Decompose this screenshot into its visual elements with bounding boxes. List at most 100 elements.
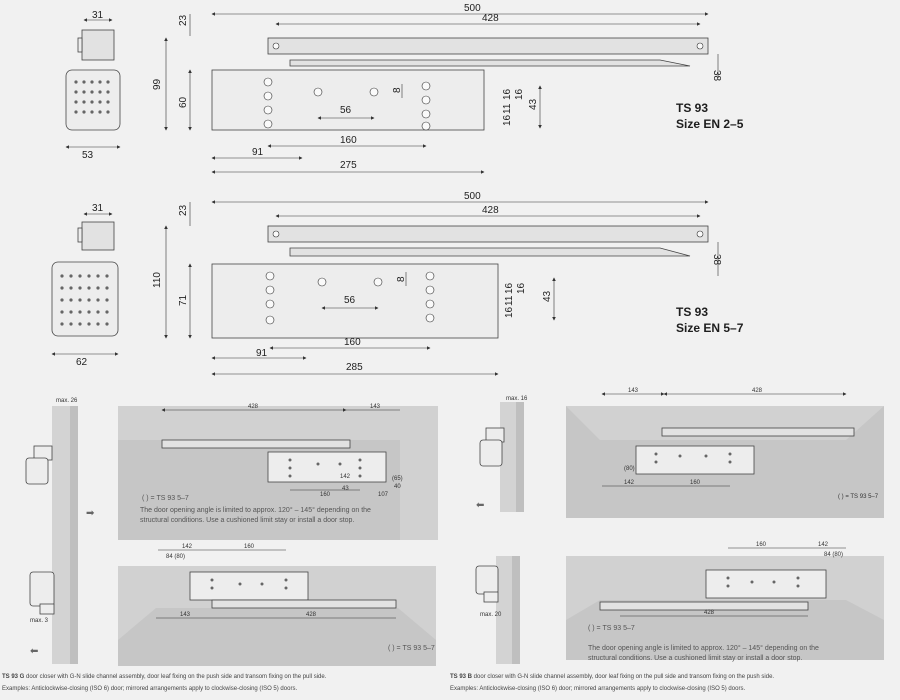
top-dim-16b: 16 (514, 88, 525, 100)
mid-dim-16b: 16 (516, 282, 527, 294)
caption-left-model: TS 93 G (2, 674, 25, 680)
panel-c-d428: 428 (306, 612, 317, 618)
top-closer-body (211, 69, 485, 131)
mid-dim-11: 11 (504, 295, 515, 306)
panel-c-d84: 84 (80) (166, 554, 185, 560)
panel-a-d142: 142 (340, 474, 351, 480)
mid-closer-drawing: 31 62 23 110 71 500 428 38 56 8 16 11 1 (51, 191, 744, 376)
top-size-label: Size EN 2–5 (676, 117, 744, 131)
top-closer-drawing: 31 53 23 99 60 500 428 38 56 8 (65, 3, 744, 174)
top-dim-11: 11 (502, 103, 513, 114)
panel-d-max: max. 20 (480, 612, 502, 618)
top-dim-16a: 16 (502, 88, 513, 100)
top-fixing-holes (263, 77, 431, 131)
top-dim-500: 500 (464, 3, 481, 14)
top-side-view: 31 53 (65, 10, 121, 161)
mid-dim-160: 160 (344, 337, 361, 348)
panel-a-d428: 428 (248, 404, 259, 410)
mid-dim-428: 428 (482, 205, 499, 216)
mid-dim-110: 110 (152, 272, 163, 288)
mid-dim-8: 8 (396, 276, 407, 282)
top-side-width: 31 (92, 10, 104, 21)
top-dim-99: 99 (152, 78, 163, 90)
caption-right-model: TS 93 B (450, 674, 473, 680)
panel-d: max. 20 160 142 84 (80) 428 ( ) = TS 93 … (475, 542, 884, 664)
mid-dim-16a: 16 (504, 282, 515, 294)
top-dim-56: 56 (340, 105, 352, 116)
panel-c-legend: ( ) = TS 93 5–7 (388, 645, 435, 652)
caption-left: TS 93 G door closer with G-N slide chann… (2, 674, 326, 680)
caption-right: TS 93 B door closer with G-N slide chann… (450, 674, 774, 680)
panel-b-d428: 428 (752, 388, 763, 394)
panel-c-d143: 143 (180, 612, 191, 618)
panel-d-d84: 84 (80) (824, 552, 843, 558)
panel-a-max: max. 26 (56, 398, 78, 404)
panel-d-note1: The door opening angle is limited to app… (588, 644, 819, 652)
panel-a-d40: 40 (394, 484, 401, 490)
panel-a-note1: The door opening angle is limited to app… (140, 506, 371, 514)
top-side-depth: 53 (82, 150, 94, 161)
panel-d-note2: structural conditions. Use a cushioned l… (588, 655, 802, 662)
panel-c-d160: 160 (244, 544, 255, 550)
panel-b-legend: ( ) = TS 93 5–7 (838, 494, 879, 500)
mid-model-label: TS 93 (676, 305, 708, 319)
mid-dim-23: 23 (178, 204, 189, 216)
panel-c-d142: 142 (182, 544, 193, 550)
mid-dim-91: 91 (256, 348, 268, 359)
mid-side-view: 31 62 (51, 203, 119, 368)
mid-dim-56: 56 (344, 295, 356, 306)
mid-side-depth: 62 (76, 357, 88, 368)
panel-d-legend: ( ) = TS 93 5–7 (588, 625, 635, 632)
mid-fixing-holes (265, 271, 435, 325)
top-dim-8: 8 (392, 87, 403, 93)
mid-dim-43: 43 (542, 290, 553, 302)
panel-a-note2: structural conditions. Use a cushioned l… (140, 517, 354, 524)
panel-b-max: max. 16 (506, 396, 528, 402)
mid-slide-channel (267, 225, 709, 243)
panel-d-d428: 428 (704, 610, 715, 616)
panel-a: max. 26 ➡ 428 143 160 43 107 (65) 40 142… (25, 398, 438, 556)
panel-d-d160: 160 (756, 542, 767, 548)
mid-dim-71: 71 (178, 294, 189, 306)
top-dim-60: 60 (178, 96, 189, 108)
mid-dim-38: 38 (711, 254, 722, 266)
panel-b-arrow-icon: ⬅ (476, 500, 484, 511)
panel-c: max. 3 ⬅ 142 160 84 (80) 143 428 ( ) = T… (29, 544, 436, 666)
panel-a-legend: ( ) = TS 93 5–7 (142, 495, 189, 502)
mid-dim-285: 285 (346, 362, 363, 373)
top-dim-160: 160 (340, 135, 357, 146)
caption-left-examples: Examples: Anticlockwise-closing (ISO 6) … (2, 686, 298, 692)
panel-b-d160: 160 (690, 480, 701, 486)
panel-a-d160: 160 (320, 492, 331, 498)
panel-a-arrow-icon: ➡ (86, 508, 95, 519)
panel-a-d65: (65) (392, 476, 403, 482)
top-dim-428: 428 (482, 13, 499, 24)
panel-a-d107: 107 (378, 492, 389, 498)
top-model-label: TS 93 (676, 101, 708, 115)
top-dim-91: 91 (252, 147, 264, 158)
panel-b-d80: (80) (624, 466, 635, 472)
top-dim-16c: 16 (502, 114, 513, 126)
top-dim-38: 38 (711, 70, 722, 82)
mid-closer-body (211, 263, 499, 339)
panel-c-arrow-icon: ⬅ (30, 646, 38, 657)
panel-b-d143: 143 (628, 388, 639, 394)
panel-d-d142: 142 (818, 542, 829, 548)
mid-side-width: 31 (92, 203, 104, 214)
panel-a-d43: 43 (342, 486, 349, 492)
top-dim-23: 23 (178, 14, 189, 26)
top-dim-275: 275 (340, 160, 357, 171)
caption-right-line1: door closer with G-N slide channel assem… (472, 674, 775, 680)
top-slide-channel (267, 37, 709, 55)
panel-b: max. 16 ⬅ 143 428 (80) 142 160 ( ) = TS … (476, 388, 884, 518)
panel-a-d143: 143 (370, 404, 381, 410)
panel-c-max: max. 3 (30, 618, 49, 624)
mid-dim-16c: 16 (504, 306, 515, 318)
top-dim-43: 43 (528, 98, 539, 110)
caption-right-examples: Examples: Anticlockwise-closing (ISO 6) … (450, 686, 746, 692)
mid-dim-500: 500 (464, 191, 481, 202)
panel-b-d142: 142 (624, 480, 635, 486)
mid-size-label: Size EN 5–7 (676, 321, 744, 335)
caption-left-line1: door closer with G-N slide channel assem… (24, 674, 327, 680)
